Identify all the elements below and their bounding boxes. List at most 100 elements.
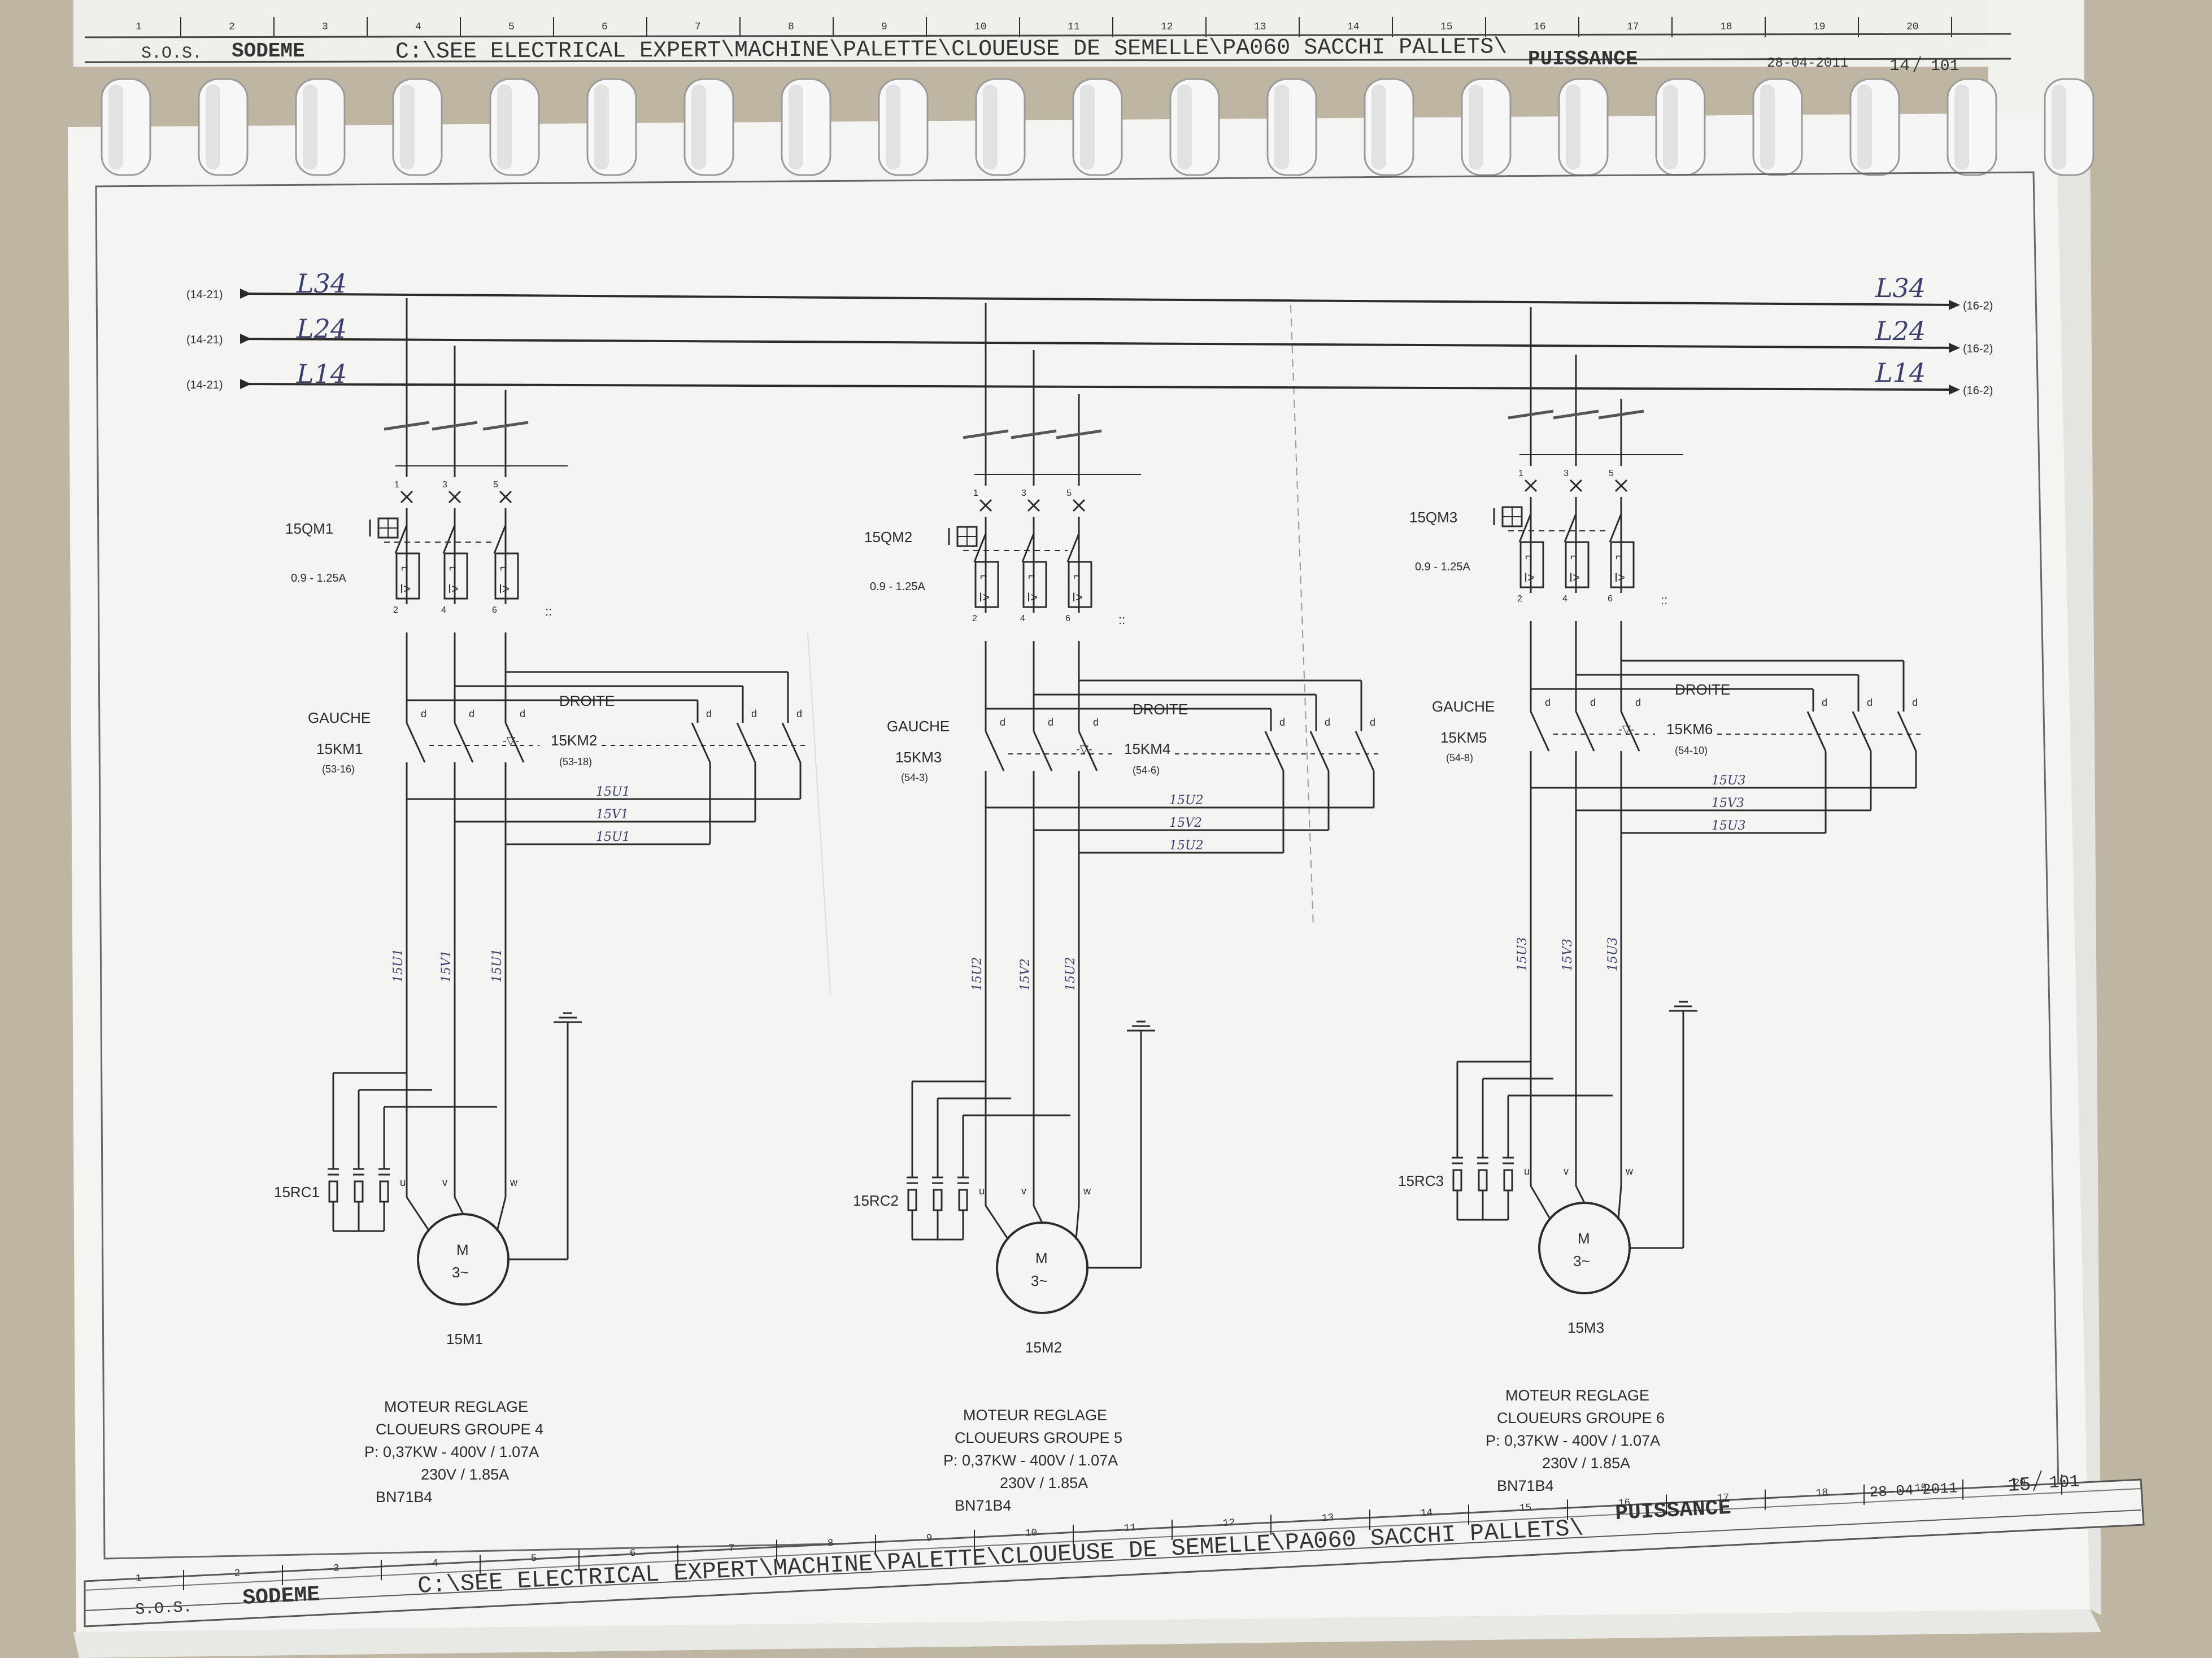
right-contactor: 15KM2: [551, 732, 597, 749]
hand-strike: [482, 421, 529, 431]
spiral-binding: [101, 78, 2095, 176]
hand-strike: [1056, 429, 1102, 439]
top-page: 14: [1889, 56, 1910, 76]
thermal-symbol: ⌐: [449, 560, 456, 574]
motor-phase-label: 3~: [452, 1264, 469, 1281]
left-contactor-ref: (54-8): [1446, 752, 1473, 763]
contactor-contact: [1033, 731, 1053, 771]
wire-label: 15V3: [1712, 796, 1744, 810]
motor-lead: [1575, 1185, 1586, 1203]
contactor-contact: [1309, 731, 1330, 771]
thermal-relay: [974, 561, 999, 608]
terminal-number: 3: [1564, 469, 1569, 478]
motor-terminal-v: v: [1021, 1185, 1026, 1197]
motor-description: MOTEUR REGLAGE: [1505, 1387, 1649, 1404]
vertical-wire-label: 15U1: [391, 948, 406, 983]
top-column-number: 12: [1161, 21, 1173, 33]
magnetic-symbol: I>: [448, 582, 459, 596]
motor-terminal-u: u: [1524, 1166, 1530, 1177]
switch-cross: [1614, 479, 1628, 492]
motor-lead: [985, 1205, 1009, 1240]
binding-ring-shadow: [1857, 85, 1872, 169]
motor-lead: [406, 1197, 430, 1232]
contact-mark: d: [1912, 697, 1918, 708]
right-contactor: 15KM4: [1124, 740, 1170, 757]
breaker-range: 0.9 - 1.25A: [870, 581, 926, 593]
hand-strike: [1553, 409, 1599, 420]
motor-lead: [1075, 1205, 1080, 1240]
hand-strike: [963, 429, 1009, 439]
right-contactor-ref: (54-6): [1133, 765, 1160, 776]
terminal-number: 3: [442, 480, 447, 490]
switch-cross: [400, 490, 413, 504]
binding-ring-shadow: [1371, 85, 1386, 169]
contact-mark: d: [1000, 717, 1005, 728]
left-direction-label: GAUCHE: [1432, 698, 1495, 715]
thermal-symbol: ⌐: [401, 560, 408, 574]
binding-ring-shadow: [1954, 85, 1969, 169]
binding-ring-shadow: [789, 85, 803, 169]
bus-arrow-out: [1949, 300, 1960, 310]
bottom-page: 15: [2008, 1474, 2032, 1497]
motor-description: BN71B4: [955, 1497, 1012, 1514]
motor-terminal-u: u: [400, 1177, 406, 1188]
rc-label: 15RC3: [1398, 1172, 1444, 1189]
binding-ring-shadow: [594, 85, 609, 169]
wire-label: 15U3: [1712, 774, 1746, 788]
motor-lead: [1033, 1205, 1043, 1223]
left-contactor: 15KM5: [1440, 729, 1487, 746]
contactor-contact: [691, 722, 711, 763]
bottom-column-number: 9: [926, 1533, 933, 1544]
magnetic-symbol: I>: [1524, 570, 1535, 584]
bus-handwritten-label: L34: [1875, 273, 1926, 303]
contact-mark: d: [1822, 697, 1827, 708]
thermal-relay: [494, 552, 519, 600]
wire-label: 15V2: [1169, 816, 1202, 830]
top-column-number: 2: [229, 21, 235, 33]
motor-terminal-w: w: [1083, 1185, 1091, 1197]
breaker-contact: [1021, 533, 1035, 562]
bottom-total: 101: [2049, 1472, 2080, 1493]
bus-arrow-in: [240, 289, 251, 299]
binding-ring-shadow: [1080, 85, 1095, 169]
contact-mark: d: [1545, 697, 1551, 708]
bottom-column-number: 16: [1618, 1497, 1631, 1509]
contact-mark: d: [1325, 717, 1330, 728]
contactor-contact: [406, 722, 426, 763]
thermal-symbol: ⌐: [1616, 549, 1623, 563]
binding-ring-shadow: [400, 85, 415, 169]
motor-terminal-v: v: [442, 1177, 447, 1188]
bottom-column-number: 13: [1321, 1512, 1334, 1524]
left-contactor-ref: (53-16): [322, 763, 355, 775]
left-direction-label: GAUCHE: [308, 709, 371, 726]
bus-handwritten-label: L14: [1875, 357, 1926, 388]
motor-phase-label: 3~: [1031, 1272, 1048, 1289]
vertical-wire-label: 15U2: [1064, 957, 1078, 991]
thermal-symbol: ⌐: [1073, 569, 1081, 583]
motor-description: P: 0,37KW - 400V / 1.07A: [364, 1443, 539, 1460]
thermal-relay: [1068, 561, 1092, 608]
contactor-contact: [1264, 731, 1284, 771]
contact-mark: d: [469, 708, 474, 719]
binding-ring-shadow: [2052, 85, 2066, 169]
top-column-number: 8: [788, 21, 794, 33]
bus-ref-out: (16-2): [1963, 343, 1993, 355]
right-contactor-ref: (53-18): [559, 756, 592, 767]
bus-handwritten-label: L24: [296, 313, 347, 344]
contact-mark: d: [1370, 717, 1375, 728]
bus-ref-out: (16-2): [1963, 385, 1993, 397]
motor-description: CLOUEURS GROUPE 5: [955, 1429, 1122, 1446]
bus-arrow-out: [1949, 385, 1960, 395]
bus-ref-in: (14-21): [186, 334, 223, 346]
top-company-short: S.O.S.: [141, 44, 202, 63]
left-contactor: 15KM3: [895, 749, 942, 766]
top-column-number: 11: [1068, 21, 1080, 33]
vertical-wire-label: 15V2: [1018, 958, 1033, 991]
breaker-contact: [394, 525, 408, 554]
contact-mark: d: [1093, 717, 1099, 728]
aux-contact: ::: [545, 604, 552, 618]
terminal-number: 4: [441, 605, 446, 615]
vertical-wire-label: 15U3: [1606, 937, 1620, 971]
